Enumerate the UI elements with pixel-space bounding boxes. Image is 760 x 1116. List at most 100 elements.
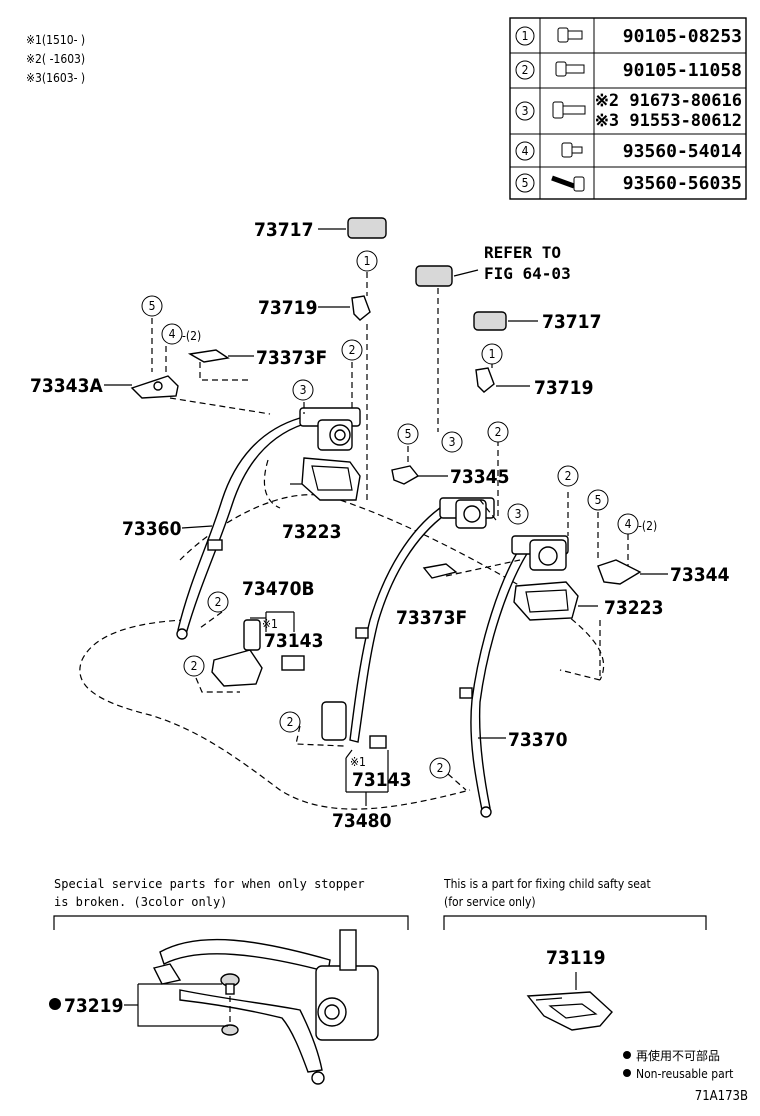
special-caption-line2: is broken. (3color only): [54, 895, 227, 909]
svg-text:4: 4: [169, 327, 176, 341]
row-ref: 1: [522, 29, 529, 43]
part-labels: 73717 73719 REFER TO FIG 64-03 73717 737…: [30, 219, 730, 832]
legend-line2: Non-reusable part: [636, 1067, 733, 1081]
svg-text:3: 3: [515, 507, 522, 521]
label-73223: 73223: [282, 521, 341, 543]
note-1: ※1(1510- ): [26, 33, 85, 47]
label-73373f-right: 73373F: [396, 607, 467, 629]
row-ref: 4: [522, 144, 529, 158]
row-part-variant2: ※2 91673-80616: [595, 91, 742, 111]
row-ref: 5: [522, 176, 529, 190]
label-73143: 73143: [264, 630, 323, 652]
cap-73717-right: [473, 311, 507, 331]
bolt-icon: [555, 61, 585, 77]
label-73223-right: 73223: [604, 597, 663, 619]
anchor-bracket-73343a: [130, 375, 179, 399]
label-73119: 73119: [546, 947, 605, 969]
qty-4: -(2): [182, 329, 201, 343]
note-mark-1: ※1: [262, 617, 278, 631]
refer-to-line1: REFER TO: [484, 243, 561, 262]
svg-text:2: 2: [287, 715, 294, 729]
svg-text:3: 3: [449, 435, 456, 449]
center-seatbelt-assembly: [321, 497, 495, 749]
figure-code: 71A173B: [695, 1089, 748, 1104]
table-row: 3 ※2 91673-80616 ※3 91553-80612: [515, 91, 742, 131]
screw-icon: [561, 142, 583, 158]
clip-73719-right: [475, 367, 495, 393]
anchor-bracket-73345: [391, 465, 420, 485]
right-seatbelt-assembly: [459, 535, 569, 818]
table-row: 2 90105-11058: [515, 60, 742, 81]
table-row: 5 93560-56035: [515, 173, 742, 194]
row-ref: 2: [522, 63, 529, 77]
special-caption-line1: Special service parts for when only stop…: [54, 877, 365, 891]
child-seat-box: This is a part for fixing child safty se…: [443, 877, 707, 1031]
bolt-icon: [557, 27, 583, 43]
row-part: 93560-54014: [623, 141, 742, 162]
date-notes: ※1(1510- ) ※2( -1603) ※3(1603- ): [26, 33, 85, 85]
label-73470b: 73470B: [242, 578, 315, 600]
svg-text:2: 2: [349, 343, 356, 357]
row-part: 90105-11058: [623, 60, 742, 81]
svg-text:3: 3: [300, 383, 307, 397]
svg-text:5: 5: [595, 493, 602, 507]
svg-text:2: 2: [437, 761, 444, 775]
bolt-icon: [552, 101, 586, 119]
label-73373f: 73373F: [256, 347, 327, 369]
cap-fig64-03: [415, 265, 453, 287]
legend: 再使用不可部品 Non-reusable part 71A173B: [623, 1048, 748, 1104]
child-caption-line2: (for service only): [444, 895, 536, 909]
label-73717: 73717: [254, 219, 313, 241]
label-73345: 73345: [450, 466, 509, 488]
buckle-73470b: [211, 619, 305, 687]
row-part-variant3: ※3 91553-80612: [595, 111, 742, 131]
floor-outline: [79, 459, 605, 810]
child-caption-line1: This is a part for fixing child safty se…: [443, 877, 651, 891]
reference-circles: 1 1 5 4 2 3 5 3 2 2 3 5 4 2 2 2 2: [141, 250, 639, 779]
legend-dot: [623, 1051, 631, 1059]
note-mark-1b: ※1: [350, 755, 366, 769]
anchor-bracket-73344: [597, 559, 642, 585]
non-reusable-dot: [49, 998, 61, 1010]
cap-73717-left: [347, 217, 387, 239]
label-73370: 73370: [508, 729, 568, 751]
cover-73373f-right: [422, 563, 458, 579]
svg-text:2: 2: [191, 659, 198, 673]
stopper-button: [220, 973, 240, 995]
left-seatbelt-assembly: [176, 407, 361, 640]
storage-tray-right: [513, 581, 579, 621]
svg-text:5: 5: [149, 299, 156, 313]
svg-text:2: 2: [565, 469, 572, 483]
legend-line1: 再使用不可部品: [636, 1048, 720, 1063]
qty-4-right: -(2): [638, 519, 657, 533]
svg-text:5: 5: [405, 427, 412, 441]
label-leaders: [104, 228, 668, 806]
label-73719-right: 73719: [534, 377, 593, 399]
child-seat-fixture: [526, 991, 613, 1031]
storage-tray-left: [301, 457, 361, 501]
label-73480: 73480: [332, 810, 392, 832]
row-part: 90105-08253: [623, 26, 742, 47]
label-73719: 73719: [258, 297, 317, 319]
label-73343a: 73343A: [30, 375, 103, 397]
stopper-base: [221, 1024, 239, 1036]
note-2: ※2( -1603): [26, 52, 85, 66]
label-73717-right: 73717: [542, 311, 601, 333]
svg-text:2: 2: [215, 595, 222, 609]
clip-73719-left: [351, 295, 371, 321]
special-service-box: Special service parts for when only stop…: [49, 877, 409, 1085]
row-part: 93560-56035: [623, 173, 742, 194]
note-3: ※3(1603- ): [26, 71, 85, 85]
svg-text:2: 2: [495, 425, 502, 439]
label-73219: 73219: [64, 995, 123, 1017]
screw-icon: [551, 175, 585, 192]
svg-text:1: 1: [489, 347, 496, 361]
svg-text:1: 1: [364, 254, 371, 268]
bolt-table: 1 90105-08253 2 90105-11058 3: [509, 17, 747, 200]
refer-to-line2: FIG 64-03: [484, 264, 571, 283]
svg-text:4: 4: [625, 517, 632, 531]
cover-73373f-left: [187, 349, 230, 363]
label-73344: 73344: [670, 564, 730, 586]
retractor-left: [317, 419, 353, 451]
